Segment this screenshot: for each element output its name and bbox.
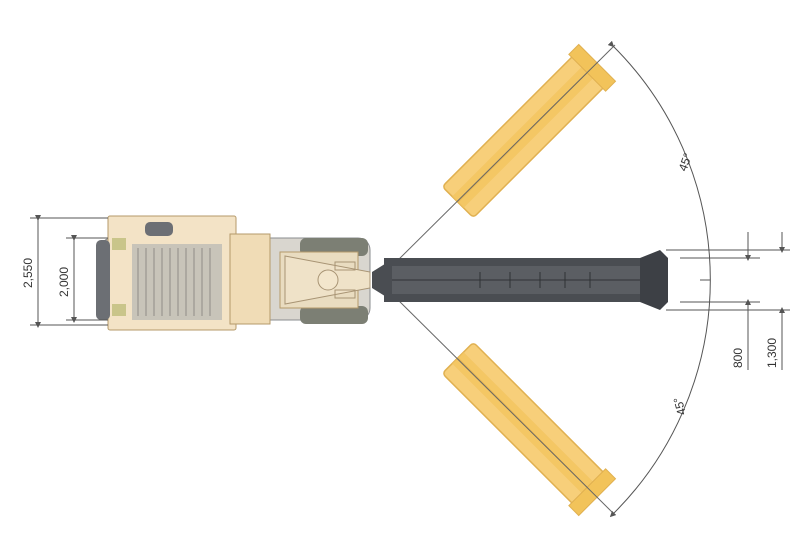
dimension-offsets — [666, 232, 790, 370]
swing-line-upper — [387, 44, 616, 271]
swing-line-lower — [387, 289, 616, 516]
dimension-label-offset-large: 1,300 — [765, 338, 779, 368]
dimension-label-track-width: 2,000 — [57, 267, 71, 297]
dimension-label-offset-small: 800 — [731, 348, 745, 368]
dimension-track-width — [66, 235, 108, 323]
angle-label-upper: 45° — [676, 151, 695, 173]
swing-arc — [607, 40, 711, 518]
machine-body — [96, 215, 371, 331]
dimension-label-overall-width: 2,550 — [21, 258, 35, 288]
angle-label-lower: 45° — [671, 396, 689, 417]
dimension-overall-width — [30, 215, 108, 328]
attachment-arm — [372, 250, 668, 310]
